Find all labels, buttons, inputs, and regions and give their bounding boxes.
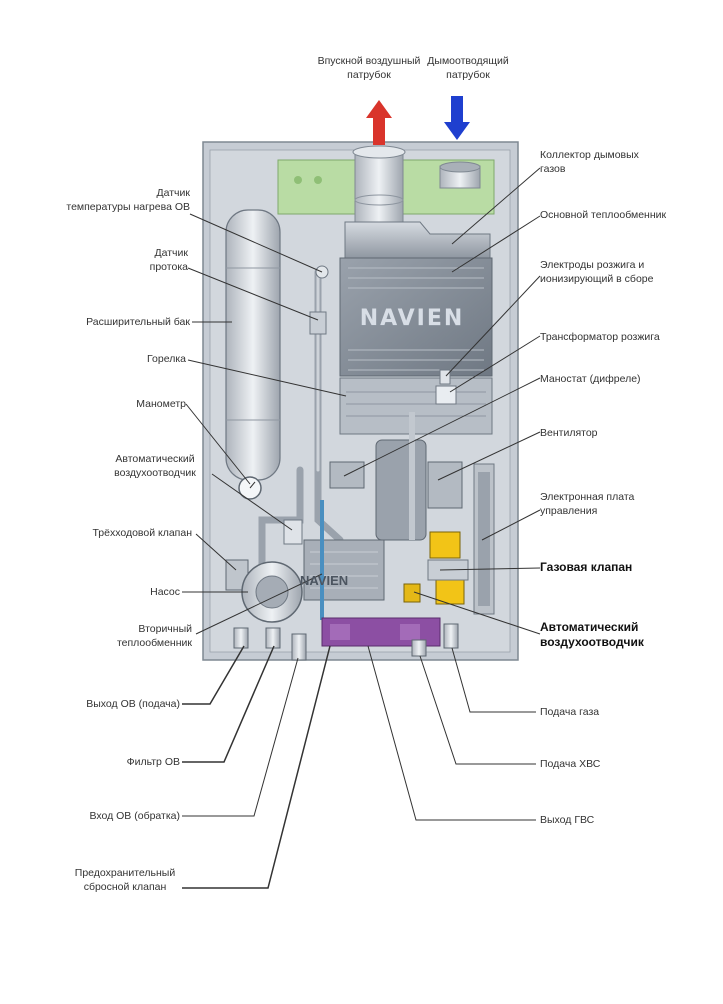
bottom-connections <box>233 623 459 661</box>
auto-air-vent-right <box>403 583 421 603</box>
auto-air-vent-left <box>283 519 303 545</box>
burner <box>339 377 493 435</box>
electrodes <box>439 369 451 385</box>
label-gas-valve: Газовая клапан <box>540 560 633 574</box>
navien-logo: NAVIEN <box>359 306 465 331</box>
label-main-heat-exchanger: Основной теплообменник <box>540 209 667 221</box>
label-fan: Вентилятор <box>540 427 598 439</box>
gas-valve <box>429 531 461 559</box>
fan-motor <box>427 461 463 509</box>
label-gas-supply: Подача газа <box>540 706 600 718</box>
gas-valve-lower <box>435 579 465 605</box>
fan <box>375 439 427 541</box>
label-manometer: Манометр <box>136 398 186 410</box>
label-ignition-transformer: Трансформатор розжига <box>540 331 660 343</box>
pump-logo: NAVIEN <box>300 573 349 588</box>
flue-arrow <box>444 96 470 140</box>
label-heating-supply-out: Выход ОВ (подача) <box>86 698 180 710</box>
label-expansion-tank: Расширительный бак <box>86 316 190 328</box>
secondary-heat-exchanger <box>303 539 385 601</box>
ignition-transformer <box>435 385 457 405</box>
flow-sensor <box>309 311 327 335</box>
heat-exchanger-fins <box>348 267 484 371</box>
label-pump: Насос <box>150 586 180 598</box>
label-hot-water-out: Выход ГВС <box>540 814 595 826</box>
label-heating-filter: Фильтр ОВ <box>126 756 180 768</box>
label-heating-return-in: Вход ОВ (обратка) <box>89 810 180 822</box>
label-three-way-valve: Трёхходовой клапан <box>92 527 192 539</box>
air-intake-arrow <box>366 100 392 145</box>
label-cold-water-in: Подача ХВС <box>540 758 601 770</box>
label-manostat: Маностат (дифреле) <box>540 373 641 385</box>
label-burner: Горелка <box>147 353 186 365</box>
leader-lines <box>182 167 541 889</box>
